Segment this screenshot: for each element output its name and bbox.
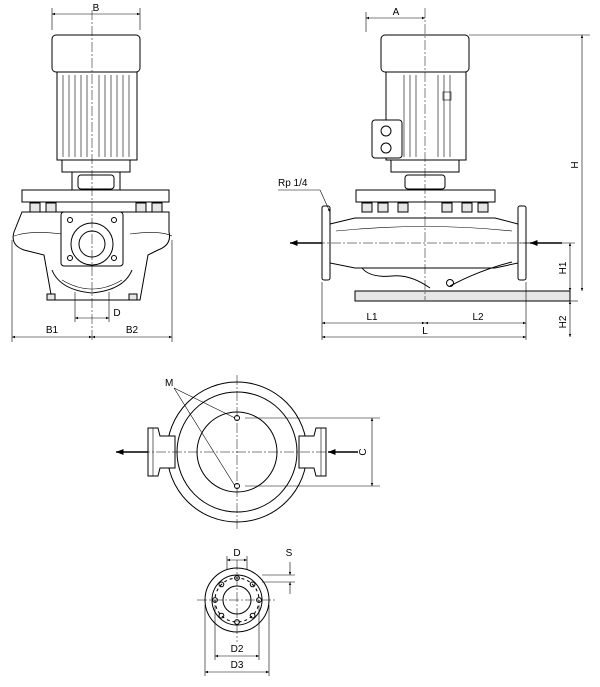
dim-l1-label: L1: [366, 312, 378, 323]
dim-h1-label: H1: [558, 261, 569, 274]
top-view: M C: [116, 375, 380, 530]
dim-h-label: H: [570, 161, 581, 168]
dim-c-label: C: [358, 448, 369, 455]
flange-detail: D S D2 D3: [197, 548, 295, 676]
flange-d3-label: D3: [231, 660, 244, 671]
dim-h2-label: H2: [558, 315, 569, 328]
thread-label: Rp 1/4: [278, 178, 308, 189]
motor-fins: [62, 75, 130, 157]
dim-b2-label: B2: [126, 325, 139, 336]
flange-d-label: D: [233, 548, 240, 559]
front-view: B D B1 B2: [11, 3, 173, 342]
dim-a-label: A: [393, 7, 400, 18]
side-motor-fins: [403, 75, 451, 157]
terminal-box: [371, 119, 403, 159]
flange-d2-label: D2: [231, 644, 244, 655]
side-view: Rp 1/4 A H H1 H2 L1 L2 L: [278, 7, 590, 340]
front-bolts: [29, 202, 163, 213]
dim-l2-label: L2: [472, 312, 484, 323]
dim-d-label: D: [113, 308, 120, 319]
dim-b1-label: B1: [46, 325, 59, 336]
holes-label: M: [165, 378, 173, 389]
dim-l-label: L: [422, 326, 428, 337]
side-bolts: [361, 202, 489, 213]
dim-b-label: B: [93, 3, 100, 14]
flange-s-label: S: [286, 548, 293, 559]
